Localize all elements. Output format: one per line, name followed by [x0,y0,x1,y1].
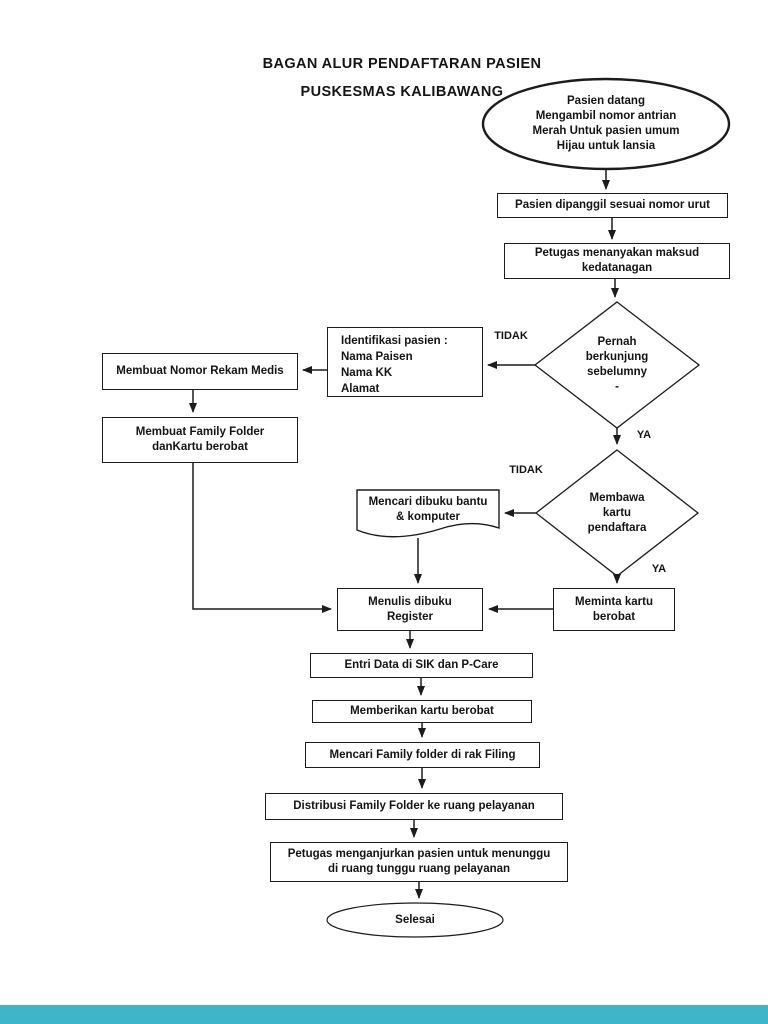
node-ask-purpose: Petugas menanyakan maksud kedatanagan [504,243,730,279]
node-identify: Identifikasi pasien : Nama Paisen Nama K… [327,327,483,397]
edge-label-tidak-1: TIDAK [494,330,528,342]
node-decision-visited: Pernah berkunjung sebelumny - [585,336,649,393]
node-called: Pasien dipanggil sesuai nomor urut [497,193,728,218]
edge-label-ya-1: YA [636,429,652,441]
node-decision-card: Membawa kartu pendaftara [587,492,647,534]
footer-bar [0,1005,768,1024]
node-request-card: Meminta kartu berobat [553,588,675,631]
node-entry-data: Entri Data di SIK dan P-Care [310,653,533,678]
node-give-card: Memberikan kartu berobat [312,700,532,723]
node-distribute-folder: Distribusi Family Folder ke ruang pelaya… [265,793,563,820]
node-advise-wait: Petugas menganjurkan pasien untuk menung… [270,842,568,882]
node-write-register: Menulis dibuku Register [337,588,483,631]
node-find-folder: Mencari Family folder di rak Filing [305,742,540,768]
node-end: Selesai [395,913,435,926]
page-title: BAGAN ALUR PENDAFTARAN PASIEN PUSKESMAS … [102,50,702,106]
page-title-line1: BAGAN ALUR PENDAFTARAN PASIEN [262,56,542,72]
connector-arrows [189,169,621,899]
document-shape [356,489,500,538]
node-search-book: Mencari dibuku bantu & komputer [368,496,488,523]
end-ellipse-shape [326,902,504,938]
node-create-record: Membuat Nomor Rekam Medis [102,353,298,390]
node-create-folder: Membuat Family Folder danKartu berobat [102,417,298,463]
arrow-folder-to-register [192,463,332,613]
node-start: Pasien datang Mengambil nomor antrian Me… [532,95,680,152]
edge-label-tidak-2: TIDAK [509,464,543,476]
edge-label-ya-2: YA [651,563,667,575]
page-title-line2: PUSKESMAS KALIBAWANG [300,84,504,100]
